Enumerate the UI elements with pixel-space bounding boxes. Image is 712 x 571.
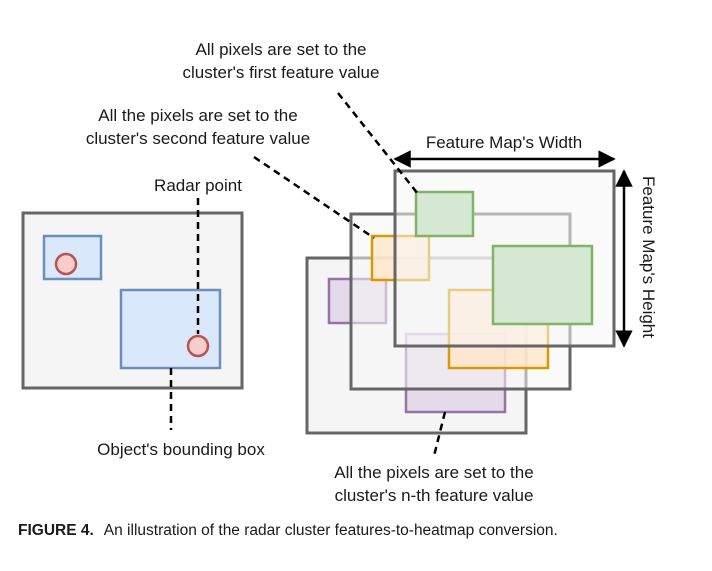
second-feature-leader — [253, 155, 375, 240]
first-feature-label-line1: All pixels are set to the — [195, 40, 366, 59]
figure-caption-text: An illustration of the radar cluster fea… — [103, 522, 558, 539]
radar-point-label: Radar point — [154, 176, 242, 195]
bounding-box-label: Object's bounding box — [97, 440, 265, 459]
nth-feature-label-line2: cluster's n-th feature value — [335, 486, 534, 505]
figure-label: FIGURE 4. — [18, 522, 94, 539]
first-feature-box-large — [491, 244, 594, 326]
nth-feature-leader — [432, 411, 447, 457]
second-feature-label-line1: All the pixels are set to the — [98, 106, 297, 125]
radar-point-small — [54, 252, 78, 276]
figure-caption: FIGURE 4. An illustration of the radar cl… — [18, 522, 708, 540]
first-feature-box-small — [414, 190, 475, 238]
second-feature-label-line2: cluster's second feature value — [86, 129, 310, 148]
height-label: Feature Map's Height — [639, 176, 658, 338]
width-label: Feature Map's Width — [426, 133, 582, 152]
nth-feature-label-line1: All the pixels are set to the — [334, 463, 533, 482]
bounding-box-large — [119, 288, 222, 370]
first-feature-leader — [337, 92, 419, 195]
radar-point-large — [186, 334, 210, 358]
first-feature-label-line2: cluster's first feature value — [183, 63, 380, 82]
